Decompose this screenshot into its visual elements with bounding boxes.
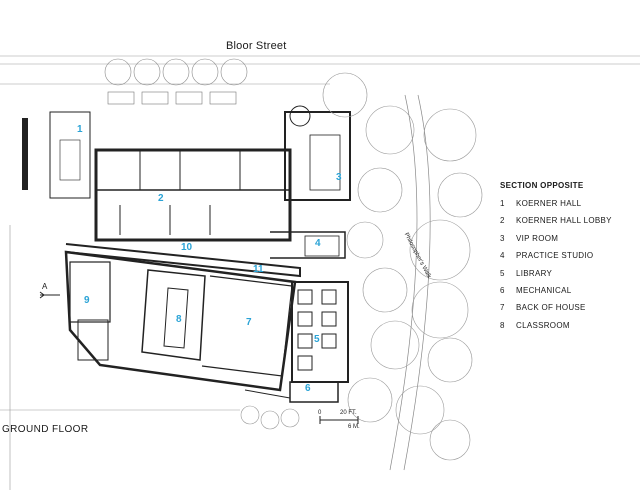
- legend-label: KOERNER HALL: [516, 199, 582, 208]
- room-number-2: 2: [158, 193, 164, 204]
- floor-label: GROUND FLOOR: [2, 424, 89, 435]
- legend-label: KOERNER HALL LOBBY: [516, 216, 612, 226]
- section-marker: A: [42, 282, 48, 291]
- room-number-4: 4: [315, 238, 321, 249]
- legend-item: 5 LIBRARY: [500, 269, 635, 286]
- legend-num: 7: [500, 303, 505, 313]
- legend-item: 8 CLASSROOM: [500, 321, 635, 338]
- legend-num: 8: [500, 320, 505, 330]
- room-number-8: 8: [176, 314, 182, 325]
- room-number-11: 11: [253, 264, 264, 275]
- legend-num: 6: [500, 285, 505, 295]
- room-number-6: 6: [305, 383, 311, 394]
- room-number-1: 1: [77, 124, 83, 135]
- legend-item: 6 MECHANICAL: [500, 286, 635, 303]
- legend-num: 3: [500, 233, 505, 243]
- legend-label: CLASSROOM: [516, 320, 570, 330]
- street-label: Bloor Street: [226, 40, 287, 52]
- legend-item: 1 KOERNER HALL: [500, 199, 635, 216]
- legend-label: VIP ROOM: [516, 233, 559, 243]
- legend-item: 2 KOERNER HALL LOBBY: [500, 216, 635, 233]
- legend-num: 4: [500, 251, 505, 261]
- legend-label: MECHANICAL: [516, 285, 572, 295]
- legend-item: 3 VIP ROOM: [500, 234, 635, 251]
- legend: SECTION OPPOSITE 1 KOERNER HALL 2 KOERNER …: [500, 181, 635, 338]
- scale-zero: 0: [318, 410, 322, 416]
- legend-title: SECTION OPPOSITE: [500, 181, 584, 190]
- room-number-5: 5: [314, 334, 320, 345]
- room-number-7: 7: [246, 317, 252, 328]
- legend-label: PRACTICE STUDIO: [516, 251, 594, 261]
- room-number-3: 3: [336, 172, 342, 183]
- legend-item: 7 BACK OF HOUSE: [500, 303, 635, 320]
- legend-num: 5: [500, 268, 505, 278]
- legend-label: LIBRARY: [516, 268, 553, 278]
- legend-num: 1: [500, 199, 505, 208]
- room-number-10: 10: [181, 242, 193, 253]
- legend-label: BACK OF HOUSE: [516, 303, 586, 313]
- scale-feet: 20 FT.: [340, 410, 357, 416]
- scale-meters: 6 M.: [348, 424, 360, 430]
- legend-item: 4 PRACTICE STUDIO: [500, 251, 635, 268]
- legend-num: 2: [500, 216, 505, 226]
- room-number-9: 9: [84, 295, 90, 306]
